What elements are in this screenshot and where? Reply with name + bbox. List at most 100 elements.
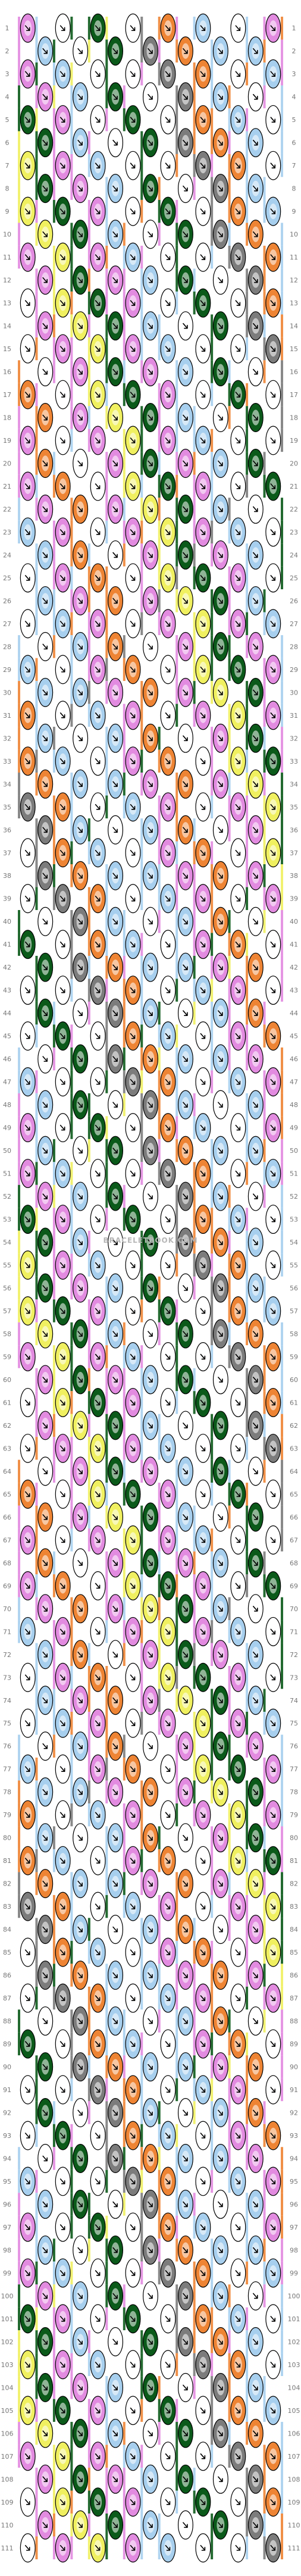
knot-arrow-icon bbox=[130, 2224, 136, 2230]
knot bbox=[55, 105, 71, 135]
knot-arrow-icon bbox=[59, 2270, 65, 2276]
knot bbox=[195, 1937, 211, 1967]
knot-arrow-icon bbox=[218, 1102, 223, 1108]
knot-arrow-icon bbox=[59, 941, 65, 948]
knot-arrow-icon bbox=[130, 1949, 136, 1955]
knot-arrow-icon bbox=[218, 827, 223, 833]
knot-arrow-icon bbox=[200, 1445, 206, 1452]
row-number-left: 42 bbox=[3, 964, 11, 971]
knot bbox=[230, 2167, 246, 2196]
knot bbox=[143, 677, 158, 707]
knot bbox=[160, 2441, 176, 2471]
knot bbox=[73, 952, 89, 982]
row-number-right: 15 bbox=[290, 345, 298, 353]
knot-arrow-icon bbox=[130, 849, 136, 856]
knot bbox=[90, 1433, 106, 1463]
knot-arrow-icon bbox=[42, 1193, 48, 1199]
row-number-left: 34 bbox=[3, 780, 11, 788]
knot bbox=[247, 2372, 264, 2402]
knot-arrow-icon bbox=[59, 1033, 65, 1039]
knot bbox=[108, 1823, 124, 1853]
knot-arrow-icon bbox=[112, 93, 118, 100]
row-number-left: 68 bbox=[3, 1559, 11, 1567]
knot-arrow-icon bbox=[270, 2453, 276, 2459]
knot-arrow-icon bbox=[165, 1399, 171, 1406]
knot bbox=[247, 128, 264, 158]
knot-arrow-icon bbox=[130, 392, 136, 398]
knot-arrow-icon bbox=[235, 117, 241, 123]
knot bbox=[20, 1387, 36, 1417]
knot bbox=[125, 334, 141, 364]
knot-arrow-icon bbox=[200, 1766, 206, 1772]
knot bbox=[90, 517, 106, 547]
knot-arrow-icon bbox=[253, 1285, 258, 1291]
knot-arrow-icon bbox=[200, 849, 206, 856]
knot-arrow-icon bbox=[59, 117, 65, 123]
knot-arrow-icon bbox=[130, 1262, 136, 1268]
knot-arrow-icon bbox=[253, 1010, 258, 1016]
knot bbox=[125, 1433, 141, 1463]
knot bbox=[90, 930, 106, 959]
knot bbox=[230, 196, 246, 226]
knot bbox=[247, 1640, 264, 1670]
knot-arrow-icon bbox=[235, 1399, 241, 1406]
knot-arrow-icon bbox=[183, 231, 188, 237]
knot bbox=[195, 1342, 211, 1371]
knot bbox=[37, 1961, 54, 1990]
knot-arrow-icon bbox=[218, 552, 223, 558]
knot bbox=[177, 998, 193, 1028]
knot-arrow-icon bbox=[112, 1560, 118, 1566]
row-number-right: 57 bbox=[290, 1307, 298, 1315]
knot-arrow-icon bbox=[148, 1010, 153, 1016]
row-number-right: 73 bbox=[290, 1674, 298, 1681]
knot bbox=[195, 288, 211, 318]
knot bbox=[265, 105, 281, 135]
knot bbox=[195, 2029, 211, 2059]
knot-arrow-icon bbox=[253, 964, 258, 970]
knot bbox=[90, 1296, 106, 1325]
knot bbox=[212, 1136, 228, 1165]
knot-arrow-icon bbox=[42, 1743, 48, 1749]
knot-arrow-icon bbox=[235, 2408, 241, 2414]
knot-arrow-icon bbox=[165, 1124, 171, 1131]
knot-arrow-icon bbox=[270, 2544, 276, 2551]
knot-arrow-icon bbox=[235, 1995, 241, 2001]
knot-arrow-icon bbox=[183, 277, 188, 283]
knot-arrow-icon bbox=[183, 1010, 188, 1016]
knot-arrow-icon bbox=[218, 2339, 223, 2345]
knot-arrow-icon bbox=[77, 2430, 83, 2437]
knot bbox=[108, 2281, 124, 2311]
knot-arrow-icon bbox=[42, 1010, 48, 1016]
knot bbox=[108, 1456, 124, 1486]
knot-arrow-icon bbox=[148, 2064, 153, 2070]
row-number-left: 43 bbox=[3, 987, 11, 995]
knot-arrow-icon bbox=[200, 621, 206, 627]
knot bbox=[108, 540, 124, 570]
knot-arrow-icon bbox=[59, 254, 65, 260]
knot bbox=[143, 1915, 158, 1944]
row-number-left: 67 bbox=[3, 1536, 11, 1544]
knot-arrow-icon bbox=[270, 254, 276, 260]
knot bbox=[195, 930, 211, 959]
knot-arrow-icon bbox=[95, 1949, 101, 1955]
knot bbox=[265, 1662, 281, 1692]
watermark: BRACELETBOOK.COM bbox=[103, 1236, 197, 1245]
knot bbox=[230, 976, 246, 1005]
knot-arrow-icon bbox=[42, 2155, 48, 2162]
knot bbox=[108, 1777, 124, 1807]
knot bbox=[20, 1846, 36, 1875]
knot bbox=[247, 1731, 264, 1761]
knot bbox=[160, 792, 176, 822]
knot bbox=[90, 1800, 106, 1830]
knot bbox=[212, 1411, 228, 1440]
knot-arrow-icon bbox=[77, 1697, 83, 1703]
knot bbox=[195, 1525, 211, 1555]
knot bbox=[177, 1594, 193, 1624]
knot bbox=[20, 976, 36, 1005]
knot-arrow-icon bbox=[183, 2430, 188, 2437]
knot bbox=[247, 1502, 264, 1532]
knot bbox=[212, 128, 228, 158]
knot bbox=[230, 1800, 246, 1830]
knot-arrow-icon bbox=[42, 1560, 48, 1566]
row-number-right: 9 bbox=[292, 208, 296, 215]
